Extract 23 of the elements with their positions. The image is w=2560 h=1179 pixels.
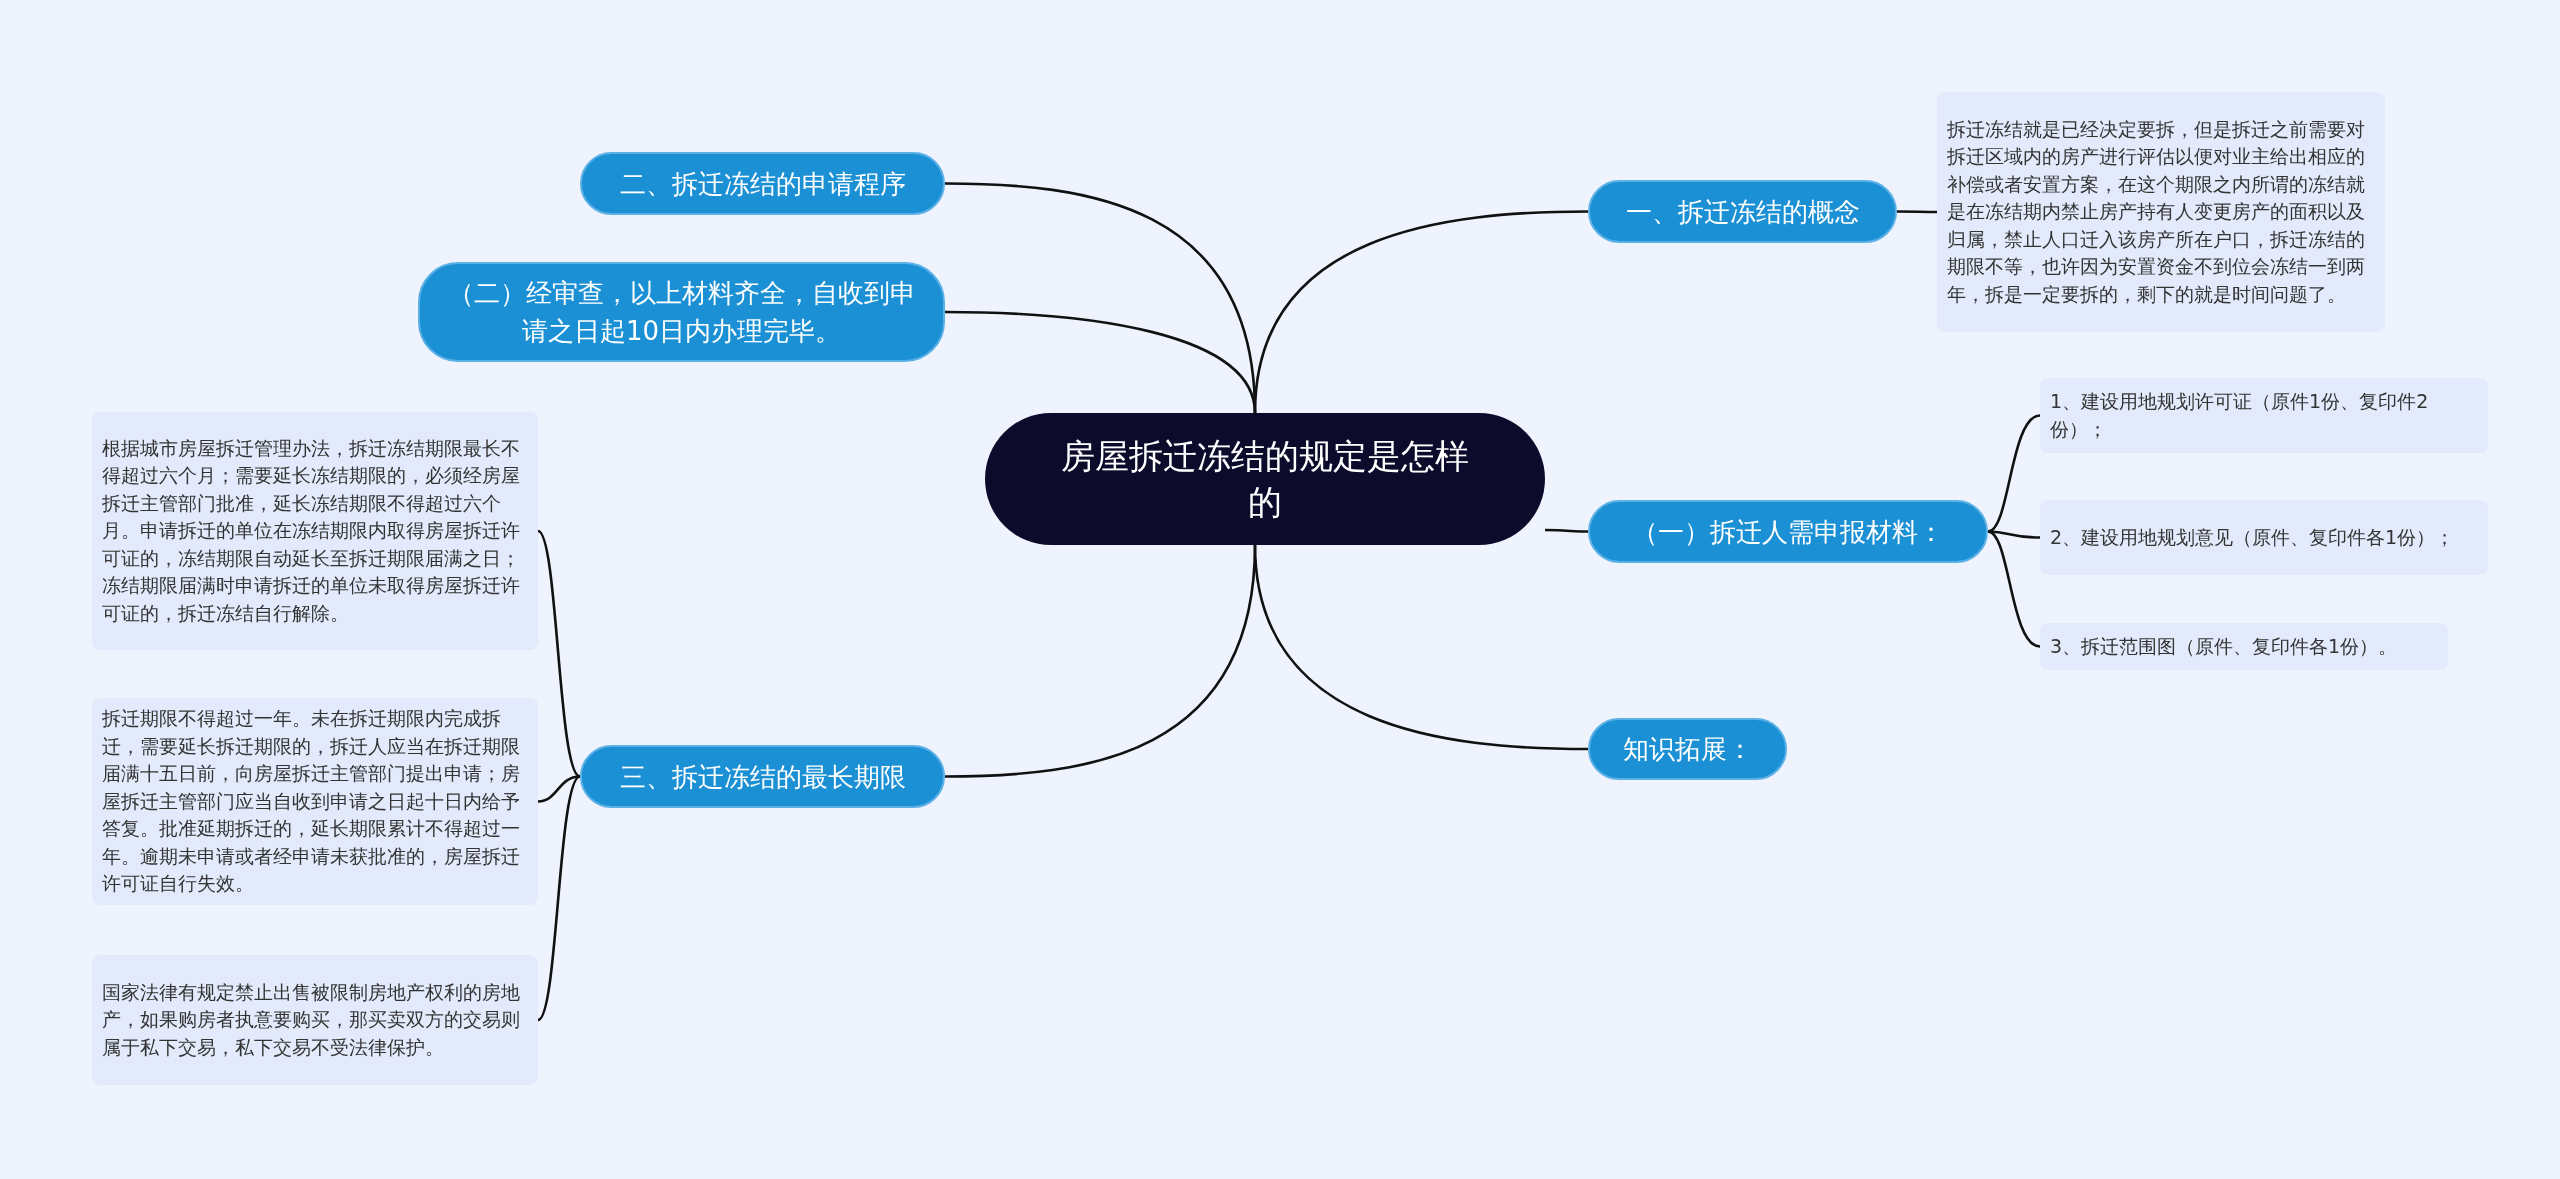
topic-box: （二）经审查，以上材料齐全，自收到申请之日起10日内办理完毕。	[418, 262, 945, 362]
connector-line	[1253, 210, 1588, 414]
connector-line	[1987, 414, 2041, 533]
topic-box: 二、拆迁冻结的申请程序	[580, 152, 945, 215]
connector-line	[537, 530, 581, 778]
central-topic: 房屋拆迁冻结的规定是怎样的	[985, 413, 1545, 545]
note-box: 3、拆迁范围图（原件、复印件各1份）。	[2040, 623, 2448, 670]
connector-line	[537, 775, 581, 1021]
note-box: 拆迁期限不得超过一年。未在拆迁期限内完成拆迁，需要延长拆迁期限的，拆迁人应当在拆迁期限届满十五日前，向房屋拆迁主管部门提出申请；房屋拆迁主管部门应当自收到申请之日起十日内给予答复。批准延期拆迁的，延长期限累计不得超过一年。逾期未申请或者经申请未获批准的，房屋拆迁许可证自行失效。	[92, 698, 538, 905]
note-box: 国家法律有规定禁止出售被限制房地产权利的房地产，如果购房者执意要购买，那买卖双方的交易则属于私下交易，私下交易不受法律保护。	[92, 955, 538, 1085]
note-box: 根据城市房屋拆迁管理办法，拆迁冻结期限最长不得超过六个月；需要延长冻结期限的，必须经房屋拆迁主管部门批准，延长冻结期限不得超过六个月。申请拆迁的单位在冻结期限内取得房屋拆迁许可证的，冻结期限自动延长至拆迁期限届满之日；冻结期限届满时申请拆迁的单位未取得房屋拆迁许可证的，拆迁冻结自行解除。	[92, 412, 538, 650]
connector-line	[1545, 528, 1588, 533]
connector-line	[537, 775, 581, 803]
topic-box: 一、拆迁冻结的概念	[1588, 180, 1897, 243]
connector-line	[1897, 210, 1937, 214]
topic-box: 三、拆迁冻结的最长期限	[580, 745, 945, 808]
connector-line	[1253, 544, 1588, 751]
connector-line	[1987, 530, 2041, 648]
topic-box: （一）拆迁人需申报材料：	[1588, 500, 1988, 563]
note-box: 1、建设用地规划许可证（原件1份、复印件2份）；	[2040, 378, 2488, 453]
topic-box: 知识拓展：	[1588, 718, 1787, 780]
note-box: 2、建设用地规划意见（原件、复印件各1份）；	[2040, 500, 2488, 575]
note-box: 拆迁冻结就是已经决定要拆，但是拆迁之前需要对拆迁区域内的房产进行评估以便对业主给出相应的补偿或者安置方案，在这个期限之内所谓的冻结就是在冻结期内禁止房产持有人变更房产的面积以及归属，禁止人口迁入该房产所在户口，拆迁冻结的期限不等，也许因为安置资金不到位会冻结一到两年，拆是一定要拆的，剩下的就是时间问题了。	[1937, 92, 2385, 332]
